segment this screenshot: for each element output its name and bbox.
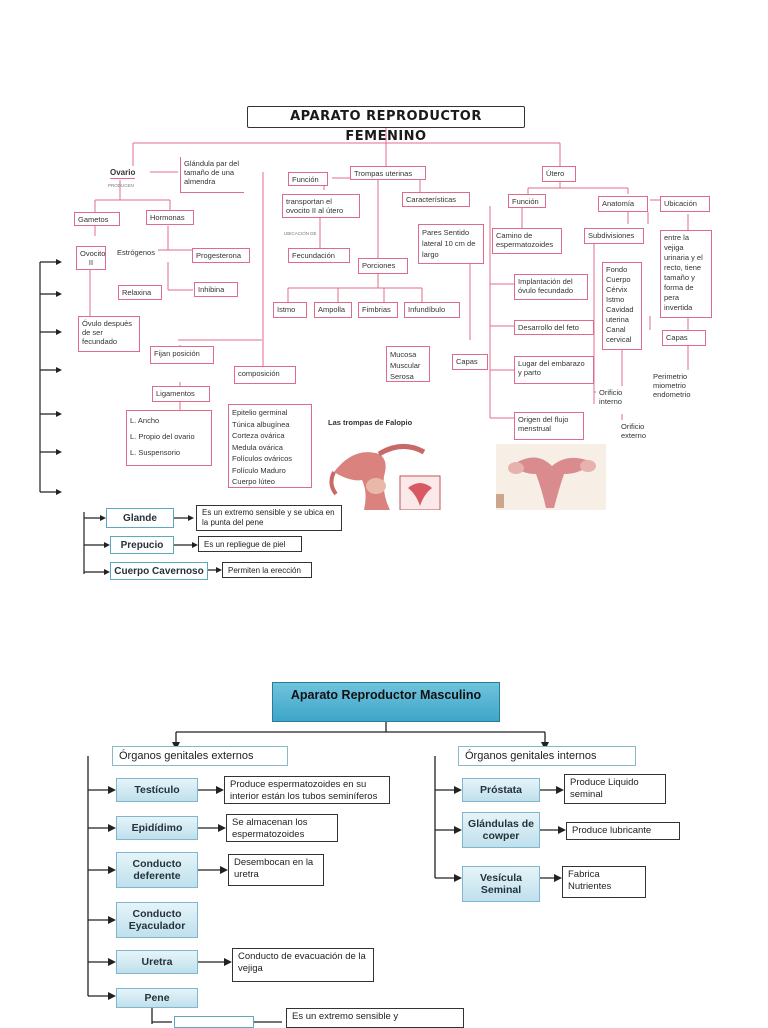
female-title: APARATO REPRODUCTOR FEMENINO xyxy=(247,106,525,144)
utero-box: Útero xyxy=(542,166,576,182)
progesterona-box: Progesterona xyxy=(192,248,250,263)
uretra-box: Uretra xyxy=(116,950,198,974)
externos-header: Órganos genitales externos xyxy=(112,746,288,766)
lig-item: L. Suspensorio xyxy=(130,448,181,457)
pene-box: Pene xyxy=(116,988,198,1008)
prepucio-box: Prepucio xyxy=(110,536,174,554)
orificio-externo: Orificio externo xyxy=(618,420,658,448)
orificio-interno: Orificio interno xyxy=(596,386,634,414)
ovocito-box: Ovocito II xyxy=(76,246,106,270)
camino-box: Camino de espermatozoides xyxy=(492,228,562,254)
ovario-tag: PRODUCEN xyxy=(108,183,134,188)
internos-header: Órganos genitales internos xyxy=(458,746,636,766)
caracteristicas-box: Características xyxy=(402,192,470,207)
pares-box: Pares Sentido lateral 10 cm de largo xyxy=(418,224,484,264)
entre-box: entre la vejiga urinaria y el recto, tie… xyxy=(660,230,712,318)
porcion-ampolla: Ampolla xyxy=(314,302,352,318)
cowper-desc: Produce lubricante xyxy=(566,822,680,840)
epididimo-desc: Se almacenan los espermatozoides xyxy=(226,814,338,842)
uretra-desc: Conducto de evacuación de la vejiga xyxy=(232,948,374,982)
desarrollo-box: Desarrollo del feto xyxy=(514,320,594,335)
comp-item: Túnica albugínea xyxy=(232,419,290,429)
composicion-box: composición xyxy=(234,366,296,384)
inhibina-box: Inhibina xyxy=(194,282,238,297)
porciones-box: Porciones xyxy=(358,258,408,274)
relaxina-box: Relaxina xyxy=(118,285,162,300)
cuerpo-cavernoso-box: Cuerpo Cavernoso xyxy=(110,562,208,580)
testiculo-box: Testículo xyxy=(116,778,198,802)
t-funcion-box: Función xyxy=(288,172,328,186)
falopio-illustration xyxy=(324,432,454,510)
uterus-illustration xyxy=(496,444,606,510)
comp-item: Corteza ovárica xyxy=(232,431,285,440)
comp-item: Folículo Maduro xyxy=(232,465,286,475)
fijan-box: Fijan posición xyxy=(150,346,214,364)
ligamentos-box: Ligamentos xyxy=(152,386,210,402)
capas-utero-box: Capas xyxy=(662,330,706,346)
ligamentos-list: L. Ancho L. Propio del ovario L. Suspens… xyxy=(126,410,212,466)
glande-box: Glande xyxy=(106,508,174,528)
u-funcion-box: Función xyxy=(508,194,546,208)
male-title: Aparato Reproductor Masculino xyxy=(272,682,500,722)
glandula-box: Glándula par del tamaño de una almendra xyxy=(180,157,244,193)
comp-item: Medula ovárica xyxy=(232,442,283,452)
prepucio-desc: Es un repliegue de piel xyxy=(198,536,302,552)
glande-desc: Es un extremo sensible y se ubica en la … xyxy=(196,505,342,531)
epididimo-box: Epidídimo xyxy=(116,816,198,840)
prostata-desc: Produce Liquido seminal xyxy=(564,774,666,804)
subdivisiones-list: Fondo Cuerpo Cérvix Istmo Cavidad uterin… xyxy=(602,262,642,350)
comp-item: Cuerpo lúteo xyxy=(232,477,275,486)
origen-box: Origen del flujo menstrual xyxy=(514,412,584,440)
comp-item: Epitelio germinal xyxy=(232,408,288,417)
gametos-box: Gametos xyxy=(74,212,120,226)
estrogenos-node: Estrógenos xyxy=(114,246,158,260)
ubicacion-box: Ubicación xyxy=(660,196,710,212)
deferente-desc: Desembocan en la uretra xyxy=(228,854,324,886)
porcion-istmo: Istmo xyxy=(273,302,307,318)
mucosa-box: Mucosa Muscular Serosa xyxy=(386,346,430,382)
eyaculador-box: Conducto Eyaculador xyxy=(116,902,198,938)
implantacion-box: Implantación del óvulo fecundado xyxy=(514,274,588,300)
prostata-box: Próstata xyxy=(462,778,540,802)
falopio-title: Las trompas de Falopio xyxy=(328,418,413,427)
transportan-box: transportan el ovocito II al útero xyxy=(282,194,360,218)
subdivisiones-box: Subdivisiones xyxy=(584,228,644,244)
ovulo-box: Óvulo después de ser fecundado xyxy=(78,316,140,352)
lugar-box: Lugar del embarazo y parto xyxy=(514,356,594,384)
glande-bottom-box xyxy=(174,1016,254,1028)
glande-bottom-desc: Es un extremo sensible y xyxy=(286,1008,464,1028)
comp-item: Folículos ováricos xyxy=(232,454,293,463)
capas-box: Capas xyxy=(452,354,488,370)
vesicula-box: Vesícula Seminal xyxy=(462,866,540,902)
anatomia-box: Anatomía xyxy=(598,196,648,212)
vesicula-desc: Fabrica Nutrientes xyxy=(562,866,646,898)
trompas-box: Trompas uterinas xyxy=(350,166,426,180)
composicion-list: Epitelio germinal Túnica albugínea Corte… xyxy=(228,404,312,488)
fecundacion-box: Fecundación xyxy=(288,248,350,263)
testiculo-desc: Produce espermatozoides en su interior e… xyxy=(224,776,390,804)
ovario-node: Ovario xyxy=(110,168,136,179)
porcion-fimbrias: Fimbrias xyxy=(358,302,398,318)
perimetrio-node: Perimetrio miometrio endometrio xyxy=(650,370,710,406)
lig-item: L. Ancho xyxy=(130,416,160,425)
hormonas-box: Hormonas xyxy=(146,210,194,225)
lig-item: L. Propio del ovario xyxy=(130,432,195,441)
cuerpo-cavernoso-desc: Permiten la erección xyxy=(222,562,312,578)
cowper-box: Glándulas de cowper xyxy=(462,812,540,848)
porcion-infundibulo: Infundíbulo xyxy=(404,302,460,318)
deferente-box: Conducto deferente xyxy=(116,852,198,888)
ubicacion-tag: UBICACIÓN DE xyxy=(284,231,317,236)
